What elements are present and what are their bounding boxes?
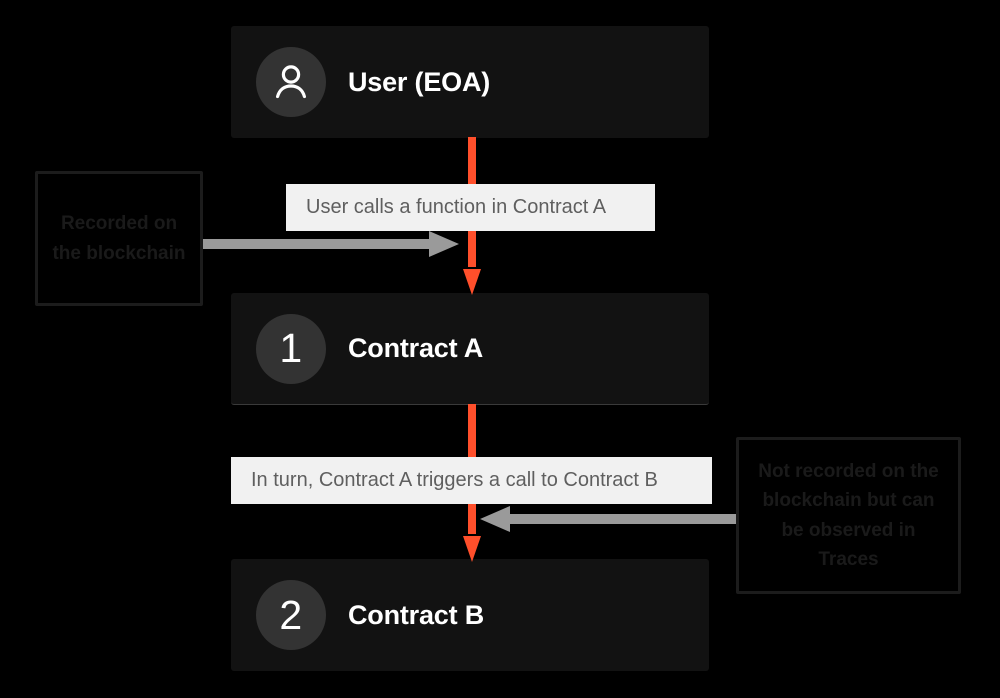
step-number-badge-2: 2 (256, 580, 326, 650)
caption-2-text: In turn, Contract A triggers a call to C… (251, 469, 658, 491)
annotation-arrow-left-icon (480, 506, 740, 532)
node-user-eoa[interactable]: User (EOA) (231, 26, 709, 138)
node-contract-a[interactable]: 1 Contract A (231, 293, 709, 405)
annotation-right-text: Not recorded on the blockchain but can b… (758, 460, 939, 570)
annotation-not-recorded-traces: Not recorded on the blockchain but can b… (736, 437, 961, 594)
node-contract-a-label: Contract A (348, 333, 484, 363)
annotation-left-text: Recorded on the blockchain (52, 213, 186, 264)
caption-user-calls-function: User calls a function in Contract A (286, 184, 655, 231)
node-contract-b[interactable]: 2 Contract B (231, 559, 709, 671)
caption-contract-a-triggers-b: In turn, Contract A triggers a call to C… (231, 457, 712, 504)
step-number-2-text: 2 (279, 591, 303, 638)
node-contract-b-label: Contract B (348, 599, 485, 630)
step-number-1-text: 1 (279, 325, 303, 371)
annotation-recorded-on-blockchain: Recorded on the blockchain (35, 171, 203, 306)
step-number-badge-1: 1 (256, 313, 326, 384)
node-user-eoa-label: User (EOA) (348, 66, 491, 97)
person-avatar-badge (256, 47, 326, 117)
caption-1-text: User calls a function in Contract A (306, 196, 607, 218)
person-icon (273, 63, 309, 101)
annotation-arrow-right-icon (203, 231, 459, 257)
